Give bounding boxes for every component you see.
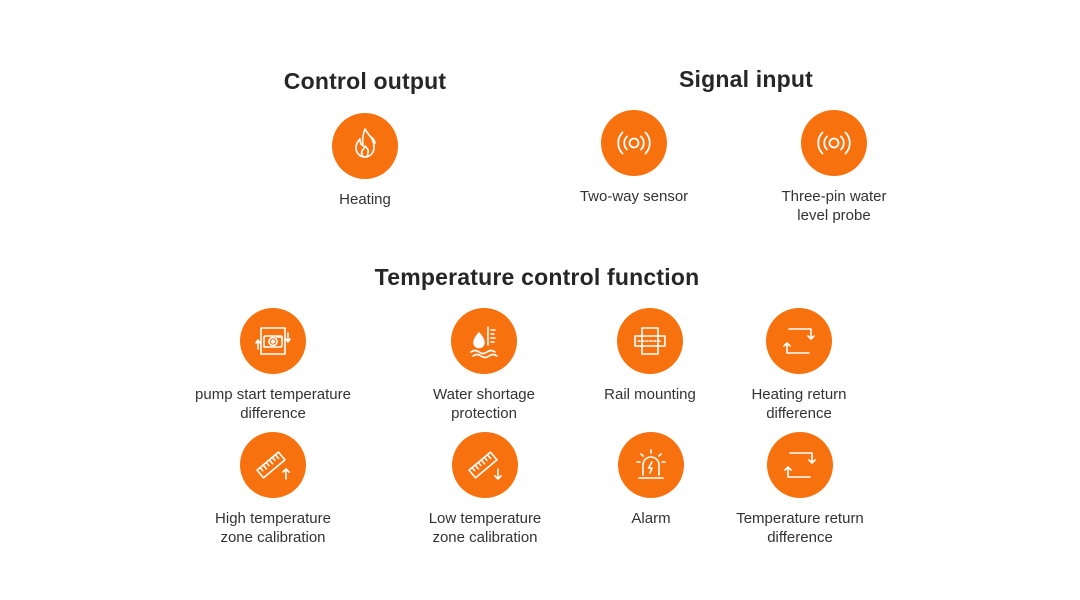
water-drop-thermometer-icon (451, 308, 517, 374)
alarm-light-icon (618, 432, 684, 498)
feature-label: Temperature return difference (736, 510, 864, 546)
feature-water-level-probe: Three-pin water level probe (734, 110, 934, 225)
feature-water-shortage-protection: Water shortage protection (384, 308, 584, 423)
ruler-up-icon (240, 432, 306, 498)
feature-heating-return-difference: Heating return difference (699, 308, 899, 423)
feature-label: Rail mounting (604, 386, 696, 403)
feature-label: pump start temperature difference (195, 386, 351, 422)
return-arrows-icon (766, 308, 832, 374)
feature-temperature-return-difference: Temperature return difference (700, 432, 900, 547)
feature-label: Three-pin water level probe (781, 188, 887, 224)
feature-label: Low temperature zone calibration (428, 510, 542, 546)
signal-icon (801, 110, 867, 176)
feature-label: Heating return difference (751, 386, 847, 422)
feature-heating: Heating (265, 113, 465, 209)
signal-icon (601, 110, 667, 176)
feature-label: High temperature zone calibration (215, 510, 331, 546)
feature-two-way-sensor: Two-way sensor (534, 110, 734, 206)
feature-label: Alarm (631, 510, 671, 527)
feature-alarm: Alarm (551, 432, 751, 528)
feature-rail-mounting: Rail mounting (550, 308, 750, 404)
feature-label: Water shortage protection (433, 386, 535, 422)
pump-icon (240, 308, 306, 374)
section-title-temperature-control: Temperature control function (374, 264, 700, 290)
return-arrows-icon (767, 432, 833, 498)
ruler-down-icon (452, 432, 518, 498)
feature-low-temp-calibration: Low temperature zone calibration (385, 432, 585, 547)
feature-high-temp-calibration: High temperature zone calibration (173, 432, 373, 547)
section-title-control-output: Control output (283, 68, 447, 94)
feature-label: Heating (339, 191, 391, 208)
feature-pump-start-difference: pump start temperature difference (173, 308, 373, 423)
section-title-signal-input: Signal input (679, 66, 813, 92)
flame-icon (332, 113, 398, 179)
rail-icon (617, 308, 683, 374)
feature-label: Two-way sensor (579, 188, 689, 205)
